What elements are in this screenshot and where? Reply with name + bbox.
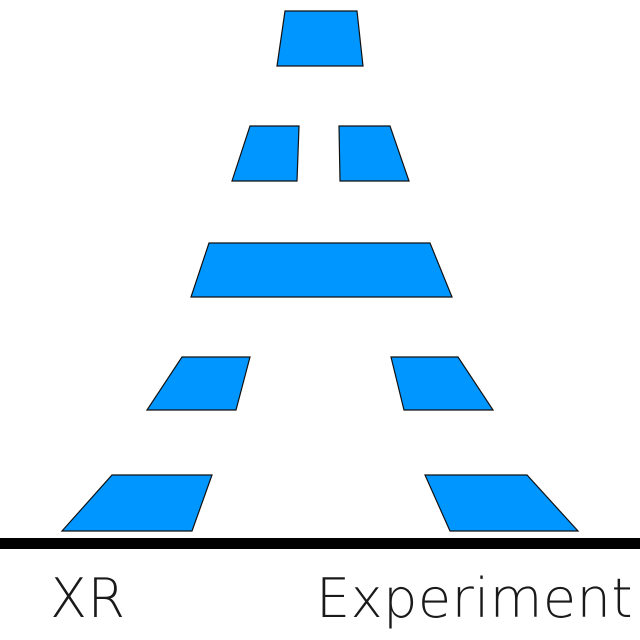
top-trapezoid — [276, 10, 364, 67]
center-wide-trapezoid — [190, 242, 453, 298]
row2-right-parallelogram — [338, 125, 410, 182]
row4-left-parallelogram — [145, 356, 251, 411]
row4-right-parallelogram — [390, 356, 495, 411]
caption-xr: XR — [50, 567, 126, 630]
row5-right-parallelogram — [424, 474, 580, 532]
row2-left-parallelogram — [231, 125, 300, 182]
row5-left-parallelogram — [60, 474, 213, 532]
ground-bar — [0, 538, 640, 549]
caption-experiment: Experiment — [316, 567, 634, 630]
